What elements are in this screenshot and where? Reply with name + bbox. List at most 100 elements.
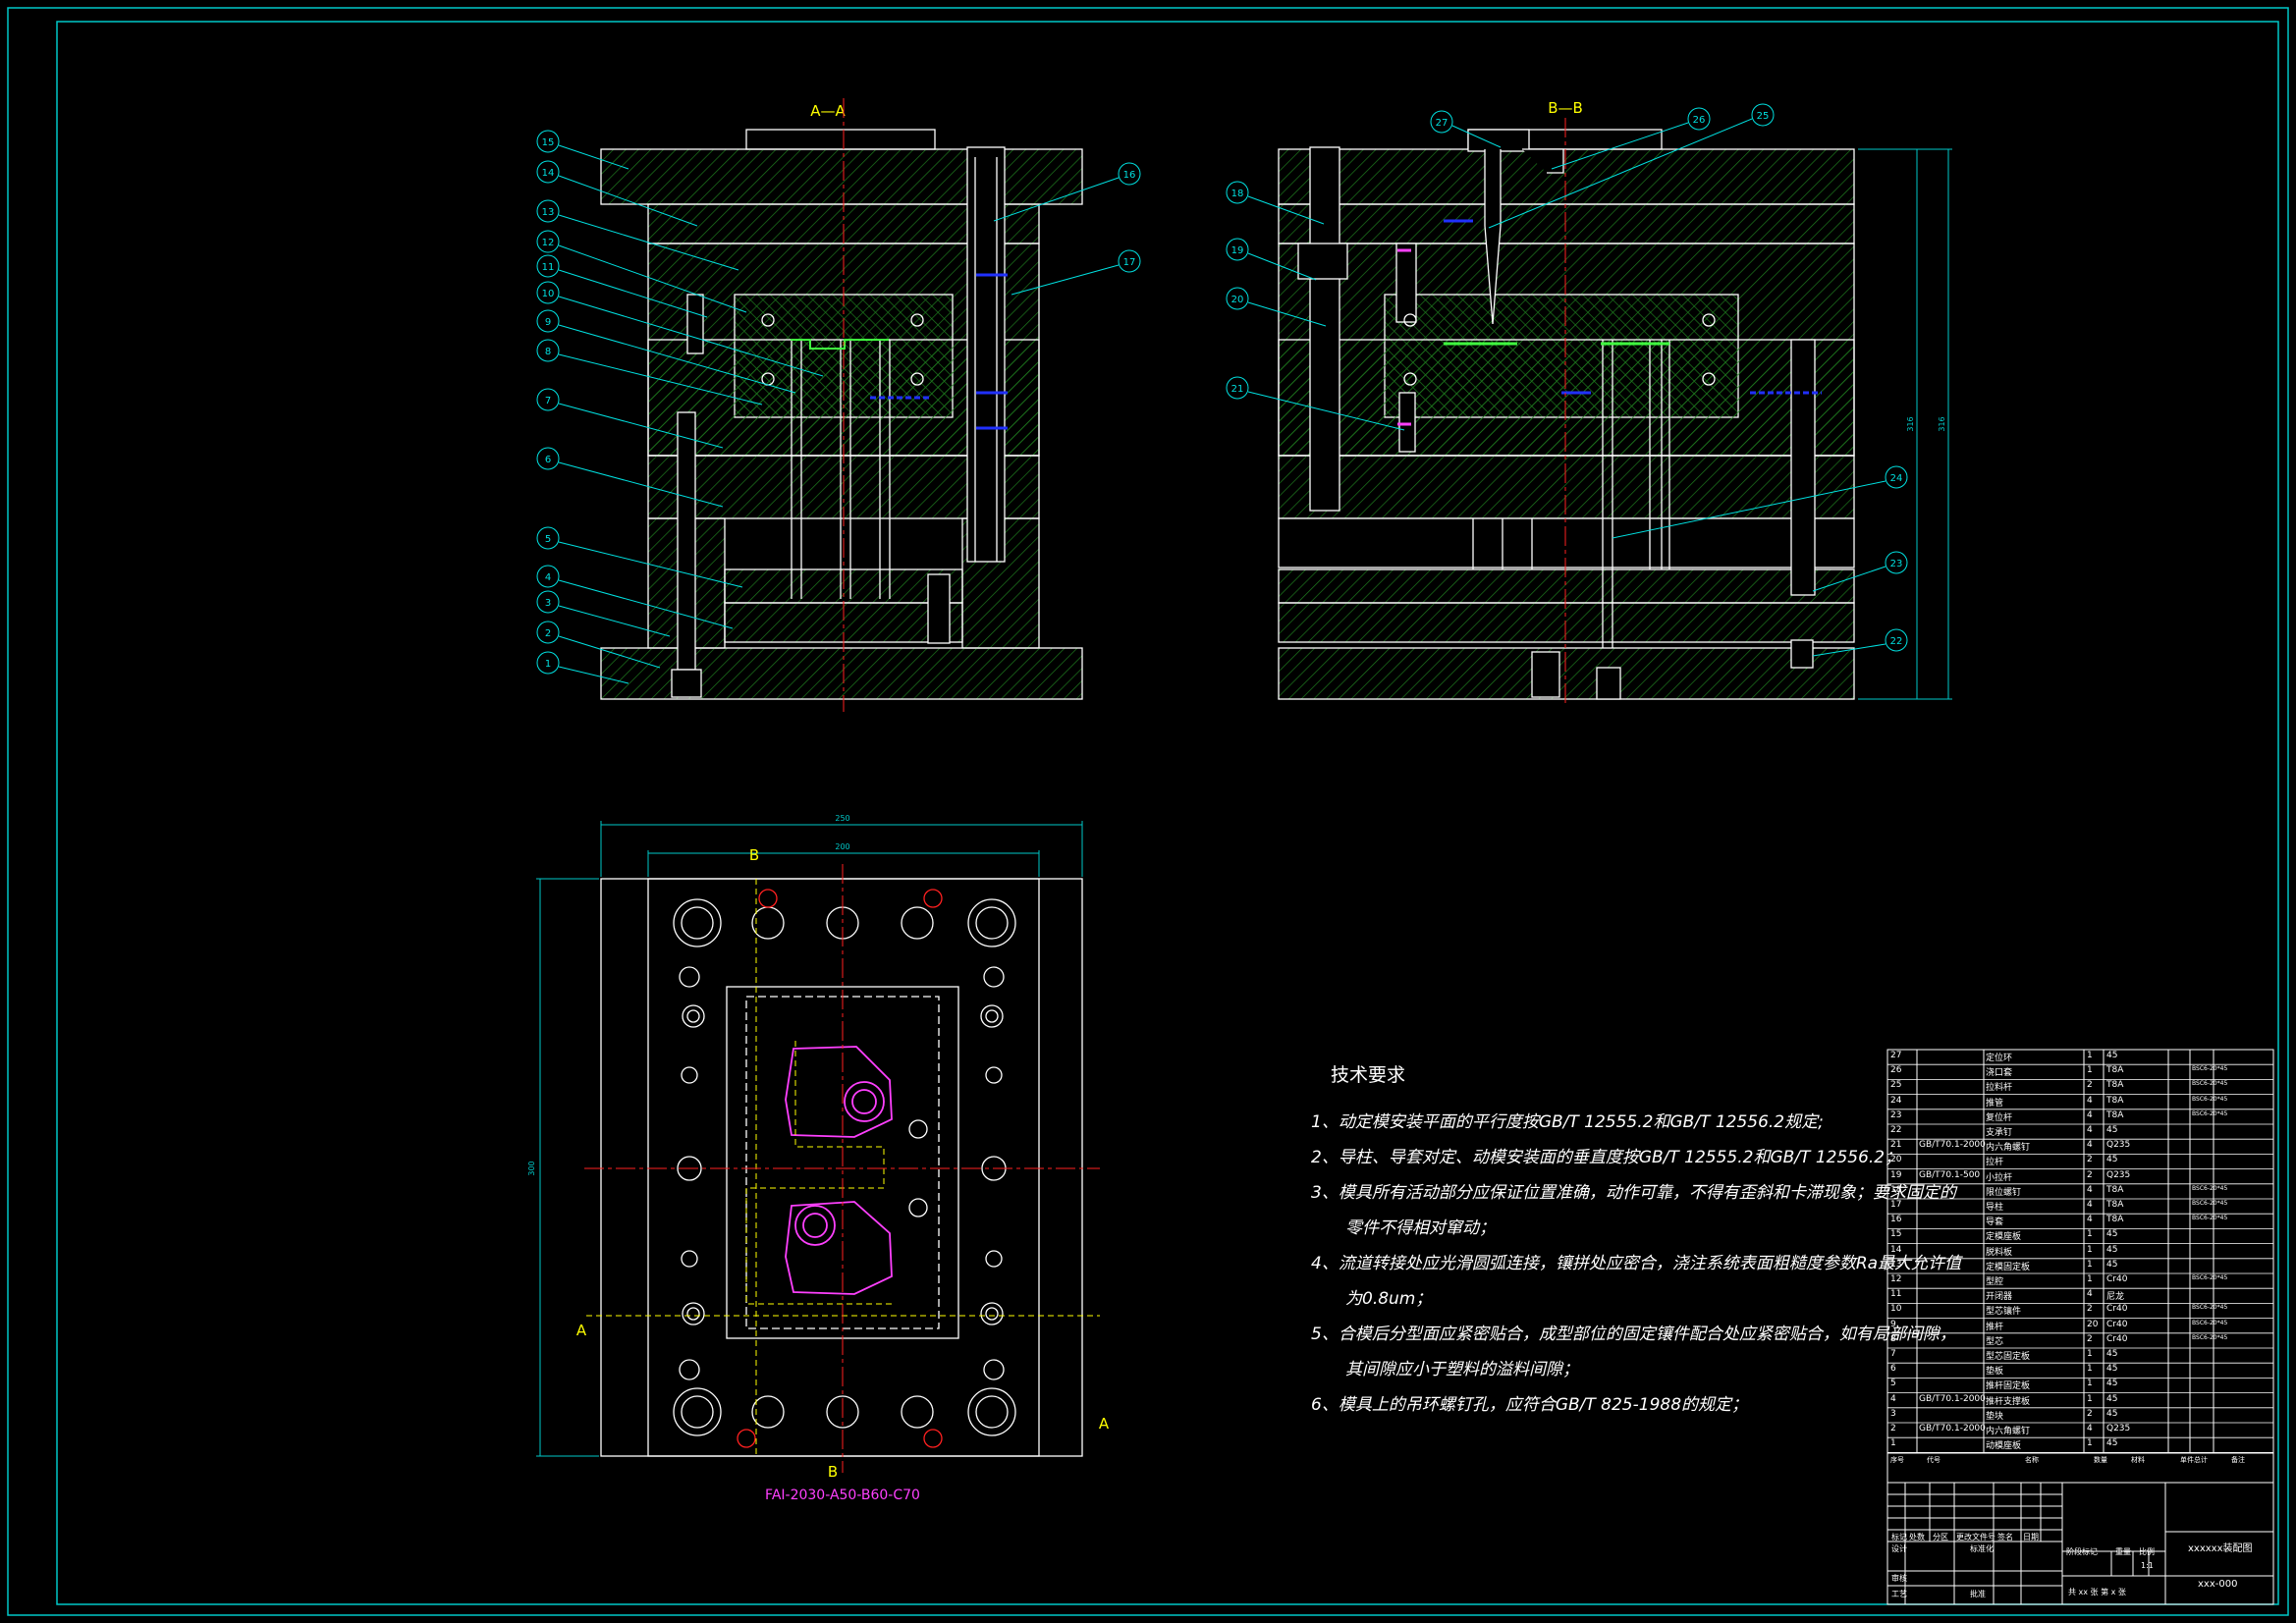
bom-cell-name: 推杆支撑板 bbox=[1986, 1396, 2031, 1407]
svg-text:7: 7 bbox=[545, 396, 551, 406]
bom-cell-name: 型腔 bbox=[1986, 1277, 2004, 1287]
bom-cell-no: 25 bbox=[1890, 1080, 1902, 1091]
svg-text:1: 1 bbox=[545, 659, 551, 670]
bom-cell-mat: 45 bbox=[2106, 1408, 2118, 1419]
bom-cell-name: 拉料杆 bbox=[1986, 1083, 2013, 1094]
bom-cell-std: GB/T70.1-2000 bbox=[1919, 1140, 1986, 1151]
dim-width-outer: 250 bbox=[835, 814, 849, 823]
bom-cell-mat: 45 bbox=[2106, 1438, 2118, 1449]
section-aa-balloons: 15 14 13 12 11 10 9 8 7 6 5 4 3 2 1 16 1… bbox=[536, 130, 1141, 684]
bom-cell-mat: T8A bbox=[2106, 1095, 2124, 1106]
balloon: 22 bbox=[1812, 628, 1908, 657]
bom-cell-note: BSC6-20*45 bbox=[2192, 1200, 2228, 1207]
bom-cell-qty: 1 bbox=[2087, 1051, 2093, 1060]
note-item: 6、模具上的吊环螺钉孔，应符合GB/T 825-1988的规定； bbox=[1311, 1395, 1749, 1415]
bom-cell-mat: T8A bbox=[2106, 1215, 2124, 1225]
svg-text:11: 11 bbox=[542, 262, 555, 273]
balloon: 2 bbox=[536, 621, 661, 669]
bom-cell-mat: 45 bbox=[2106, 1364, 2118, 1375]
balloon: 20 bbox=[1226, 287, 1327, 327]
bom-cell-no: 11 bbox=[1890, 1289, 1902, 1300]
bom-cell-qty: 2 bbox=[2087, 1304, 2093, 1315]
balloon: 12 bbox=[536, 230, 747, 313]
outer-border bbox=[7, 7, 2289, 1616]
bom-cell-name: 推杆 bbox=[1986, 1322, 2004, 1332]
note-item: 1、动定模安装平面的平行度按GB/T 12555.2和GB/T 12556.2规… bbox=[1311, 1112, 1824, 1132]
cut-b-bottom: B bbox=[828, 1463, 838, 1481]
bom-cell-mat: 45 bbox=[2106, 1229, 2118, 1240]
bom-cell-no: 16 bbox=[1890, 1215, 1902, 1225]
bom-cell-note: BSC6-20*45 bbox=[2192, 1215, 2228, 1222]
cut-b-top: B bbox=[749, 846, 759, 864]
bom-cell-no: 4 bbox=[1890, 1393, 1896, 1404]
bom-cell-no: 3 bbox=[1890, 1408, 1896, 1419]
balloon: 21 bbox=[1226, 376, 1405, 431]
bom-cell-qty: 2 bbox=[2087, 1333, 2093, 1344]
cut-a-left: A bbox=[576, 1322, 587, 1339]
section-bb-label: B—B bbox=[1548, 99, 1583, 117]
bom-cell-note: BSC6-20*45 bbox=[2192, 1095, 2228, 1103]
title-block: 标记 处数 分区 更改文件号 签名 日期 设计 标准化 审核 工艺 批准 阶段标… bbox=[1887, 1453, 2273, 1600]
bom-cell-name: 脱料板 bbox=[1986, 1247, 2013, 1258]
bom-cell-mat: Q235 bbox=[2106, 1424, 2131, 1434]
note-item: 4、流道转接处应光滑圆弧连接，镶拼处应密合，浇注系统表面粗糙度参数Ra最大允许值 bbox=[1311, 1254, 1962, 1273]
technical-requirements: 技术要求 1、动定模安装平面的平行度按GB/T 12555.2和GB/T 125… bbox=[1311, 1060, 1962, 1423]
bom-cell-note: BSC6-20*45 bbox=[2192, 1184, 2228, 1192]
balloon: 17 bbox=[1011, 249, 1141, 296]
tb-stage: 阶段标记 bbox=[2066, 1547, 2098, 1556]
mold-base-code: FAI-2030-A50-B60-C70 bbox=[765, 1488, 920, 1503]
note-item: 为0.8um； bbox=[1345, 1289, 1433, 1309]
bom-cell-mat: 尼龙 bbox=[2106, 1292, 2125, 1303]
bom-cell-mat: Q235 bbox=[2106, 1140, 2131, 1151]
balloon: 10 bbox=[536, 281, 824, 377]
bom-grid bbox=[1886, 1049, 2274, 1605]
tb-design: 设计 bbox=[1891, 1544, 1907, 1553]
bom-cell-qty: 1 bbox=[2087, 1364, 2093, 1375]
bom-header-w2: 总计 bbox=[2194, 1456, 2208, 1465]
bom-cell-no: 20 bbox=[1890, 1155, 1902, 1165]
svg-text:14: 14 bbox=[542, 168, 555, 179]
bom-header-no: 序号 bbox=[1890, 1456, 1904, 1465]
bom-cell-no: 22 bbox=[1890, 1125, 1902, 1135]
svg-text:20: 20 bbox=[1231, 295, 1244, 305]
bom-cell-qty: 4 bbox=[2087, 1140, 2093, 1151]
bom-cell-name: 复位杆 bbox=[1986, 1112, 2013, 1123]
tb-weight: 重量 bbox=[2115, 1547, 2131, 1556]
bom-cell-qty: 1 bbox=[2087, 1379, 2093, 1389]
balloon: 8 bbox=[536, 339, 763, 406]
tb-scale: 1:1 bbox=[2141, 1561, 2154, 1570]
bom-cell-qty: 2 bbox=[2087, 1080, 2093, 1091]
bom-header-qty: 数量 bbox=[2094, 1456, 2107, 1465]
balloon: 25 bbox=[1488, 103, 1775, 229]
bom-cell-no: 13 bbox=[1890, 1259, 1902, 1270]
balloon: 11 bbox=[536, 254, 708, 318]
balloon: 26 bbox=[1551, 107, 1711, 170]
svg-text:24: 24 bbox=[1890, 473, 1903, 484]
section-aa-view: A—A bbox=[600, 98, 1083, 712]
bom-cell-mat: 45 bbox=[2106, 1051, 2118, 1060]
section-bb-view: B—B bbox=[1278, 99, 1952, 707]
balloon: 1 bbox=[536, 651, 629, 684]
bom-cell-no: 14 bbox=[1890, 1244, 1902, 1255]
bom-cell-mat: T8A bbox=[2106, 1184, 2124, 1195]
bom-cell-mat: 45 bbox=[2106, 1125, 2118, 1135]
bom-header-note: 备注 bbox=[2231, 1456, 2245, 1465]
svg-text:26: 26 bbox=[1693, 115, 1706, 126]
bom-cell-qty: 4 bbox=[2087, 1109, 2093, 1120]
balloon: 7 bbox=[536, 388, 724, 449]
bom-cell-no: 24 bbox=[1890, 1095, 1902, 1106]
balloon: 19 bbox=[1226, 238, 1317, 281]
note-item: 2、导柱、导套对定、动模安装面的垂直度按GB/T 12555.2和GB/T 12… bbox=[1311, 1148, 1902, 1167]
bom-cell-note: BSC6-20*45 bbox=[2192, 1109, 2228, 1117]
